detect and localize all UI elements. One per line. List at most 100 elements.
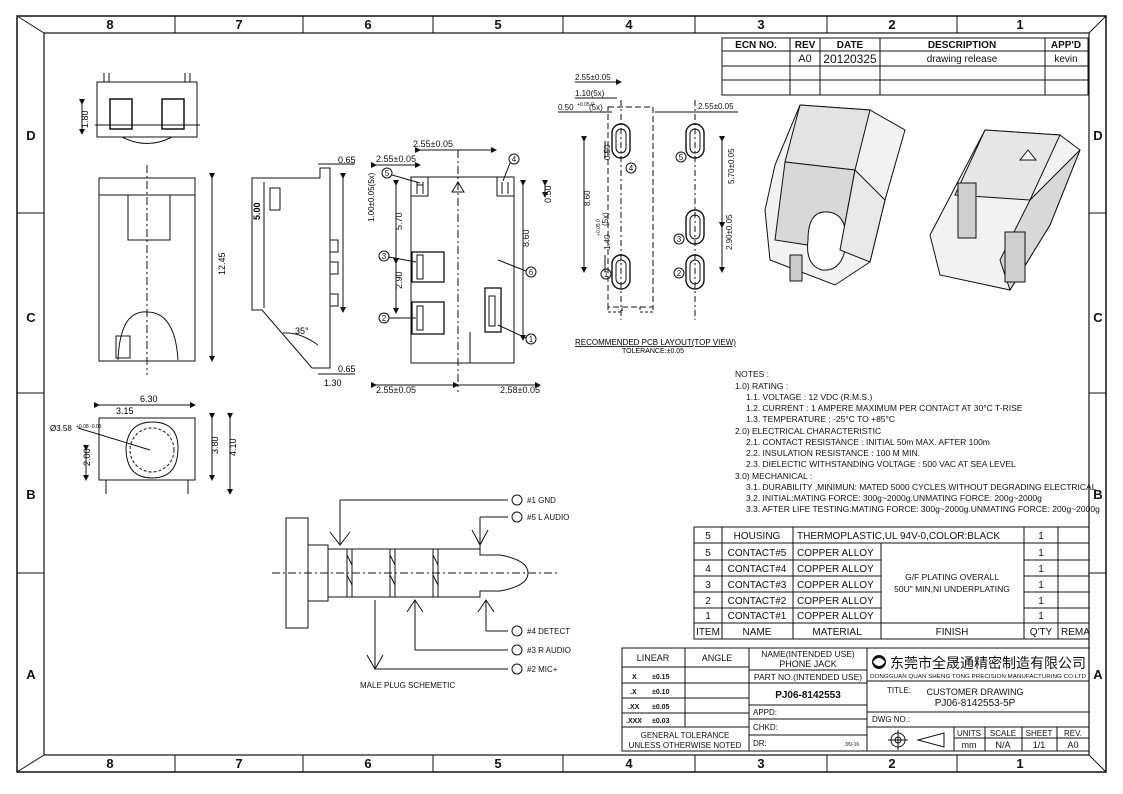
note-line: 3.1. DURABILITY ,MINIMUN: MATED 5000 CYC…: [746, 482, 1097, 492]
col-label-top: 2: [888, 17, 895, 32]
pin-label-2: 2: [382, 314, 387, 323]
tb-tol-val: ±0.15: [652, 674, 670, 681]
bom-row-material: COPPER ALLOY: [797, 596, 874, 607]
bom-row-qty: 1: [1038, 548, 1044, 559]
rev-header-appd: APP'D: [1051, 40, 1081, 51]
note-line: 3.3. AFTER LIFE TESTING:MATING FORCE: 30…: [746, 504, 1100, 514]
tb-tol-key: .X: [630, 689, 637, 696]
bom-row-material: COPPER ALLOY: [797, 564, 874, 575]
pcb-dim-0-50-v: 0.50: [603, 144, 612, 160]
plug-caption: MALE PLUG SCHEMETIC: [360, 681, 455, 690]
bom-header-finish: FINISH: [936, 627, 969, 638]
notes-block: NOTES : 1.0) RATING : 1.1. VOLTAGE : 12 …: [735, 369, 1100, 514]
dim-35-deg: 35°: [295, 326, 309, 336]
rev-header-rev: REV: [795, 40, 816, 51]
tb-tol-key: .XXX: [626, 718, 642, 725]
pin-label-3: 3: [382, 252, 387, 261]
front-view: [98, 165, 215, 375]
pcb-dim-0-50-suffix: (5x): [589, 103, 603, 112]
tb-tol-key: X: [632, 674, 637, 681]
pcb-pin-5: 5: [679, 153, 684, 162]
tb-dwg-no: DWG NO.:: [872, 715, 910, 724]
col-label-top: 4: [625, 17, 633, 32]
tb-sheet-label: SHEET: [1026, 729, 1053, 738]
bom-row-name: CONTACT#3: [728, 580, 787, 591]
bom-row-qty: 1: [1038, 531, 1044, 542]
col-label-bottom: 6: [364, 756, 371, 771]
tb-company-en: DONGGUAN QUAN SHENG TONG PRECISION MANUF…: [870, 674, 1086, 680]
tb-appd: APPD:: [753, 708, 777, 717]
footprint-dims: 2.55±0.05 2.55±0.05 5.70 2.90 8.60 0.50 …: [376, 139, 553, 395]
bom-row-qty: 1: [1038, 580, 1044, 591]
col-label-bottom: 2: [888, 756, 895, 771]
tb-title-part: PJ06-8142553-5P: [935, 698, 1016, 709]
bom-header-material: MATERIAL: [812, 627, 862, 638]
bom-row-material: COPPER ALLOY: [797, 580, 874, 591]
pcb-tolerance: TOLERANCE:±0.05: [622, 348, 684, 355]
tb-tol-val: ±0.10: [652, 689, 670, 696]
tb-company-cn: 东莞市全晟通精密制造有限公司: [890, 655, 1086, 671]
bom-row-qty: 1: [1038, 611, 1044, 622]
dim-3-15: 3.15: [116, 406, 134, 416]
tb-rev-label: REV.: [1064, 729, 1082, 738]
note-line: 2.0) ELECTRICAL CHARACTERISTIC: [735, 426, 881, 436]
bom-row-material: COPPER ALLOY: [797, 611, 874, 622]
tb-scale-label: SCALE: [990, 729, 1016, 738]
tb-title-value: CUSTOMER DRAWING: [926, 687, 1023, 697]
bom-row-qty: 1: [1038, 596, 1044, 607]
tb-dr: DR:: [753, 739, 767, 748]
tb-part-value: PJ06-8142553: [775, 690, 841, 701]
dim-5-00: 5.00: [252, 202, 262, 220]
col-label-bottom: 1: [1016, 756, 1023, 771]
col-label-bottom: 8: [106, 756, 113, 771]
rev-value-appd: kevin: [1054, 54, 1077, 65]
bom-header-remark: REMA: [1061, 627, 1090, 638]
pcb-dim-2-55-b: 2.55±0.05: [698, 102, 734, 111]
row-label-left: A: [26, 667, 36, 682]
note-line: 3.2. INITIAL:MATING FORCE: 300g~2000g.UN…: [746, 493, 1042, 503]
row-label-left: C: [26, 310, 36, 325]
isometric-view-front: [764, 104, 906, 286]
pcb-title: RECOMMENDED PCB LAYOUT(TOP VIEW): [575, 338, 736, 347]
bom-row-name: CONTACT#1: [728, 611, 787, 622]
plug-labels: #1 GND #5 L AUDIO #4 DETECT #3 R AUDIO #…: [360, 496, 571, 690]
tb-chkd: CHKD:: [753, 723, 778, 732]
tb-dr-date: 3/9-16: [845, 742, 859, 748]
tb-tol-val: ±0.03: [652, 718, 670, 725]
dim-5-70: 5.70: [394, 212, 404, 230]
projection-symbol-icon: [888, 730, 945, 750]
plug-label-gnd: #1 GND: [527, 496, 556, 505]
bom-row-item: 5: [705, 531, 711, 542]
bom-row-material: THERMOPLASTIC,UL 94V-0,COLOR:BLACK: [797, 531, 1000, 542]
col-label-bottom: 7: [235, 756, 242, 771]
tb-name-label: NAME(INTENDED USE): [761, 649, 855, 659]
company-logo-icon: [872, 655, 886, 669]
rev-header-ecn: ECN NO.: [735, 40, 777, 51]
dim-12-45: 12.45: [217, 252, 227, 275]
bom-header-qty: Q'TY: [1030, 627, 1053, 638]
dim-2-55-top: 2.55±0.05: [413, 139, 453, 149]
bom-table: 5 HOUSING THERMOPLASTIC,UL 94V-0,COLOR:B…: [693, 526, 1090, 640]
col-label-top: 3: [757, 17, 764, 32]
dim-0-50: 0.50: [543, 185, 553, 203]
bom-finish-line1: G/F PLATING OVERALL: [905, 572, 999, 582]
bom-row-item: 5: [705, 548, 711, 559]
pcb-dim-1-40-suffix: (5x): [601, 212, 610, 226]
pcb-pin-callouts: 4 5 3 1 2: [600, 151, 687, 280]
bom-header-name: NAME: [743, 627, 772, 638]
bom-row-item: 1: [705, 611, 711, 622]
pin-callouts: 5 4 3 2 6 1: [378, 153, 537, 345]
col-label-top: 7: [235, 17, 242, 32]
plug-label-l-audio: #5 L AUDIO: [527, 513, 569, 522]
dim-2-55-left: 2.55±0.05: [376, 154, 416, 164]
col-label-top: 6: [364, 17, 371, 32]
pin-label-1: 1: [529, 335, 534, 344]
bom-row-item: 4: [705, 564, 711, 575]
col-label-top: 1: [1016, 17, 1023, 32]
bom-row-material: COPPER ALLOY: [797, 548, 874, 559]
note-line: 2.1. CONTACT RESISTANCE : INITIAL 50m MA…: [746, 437, 990, 447]
male-plug-schematic: [272, 494, 560, 675]
tb-angle: ANGLE: [702, 653, 733, 663]
bom-finish-line2: 50U" MIN,NI UNDERPLATING: [894, 584, 1010, 594]
rev-value-description: drawing release: [927, 54, 998, 65]
